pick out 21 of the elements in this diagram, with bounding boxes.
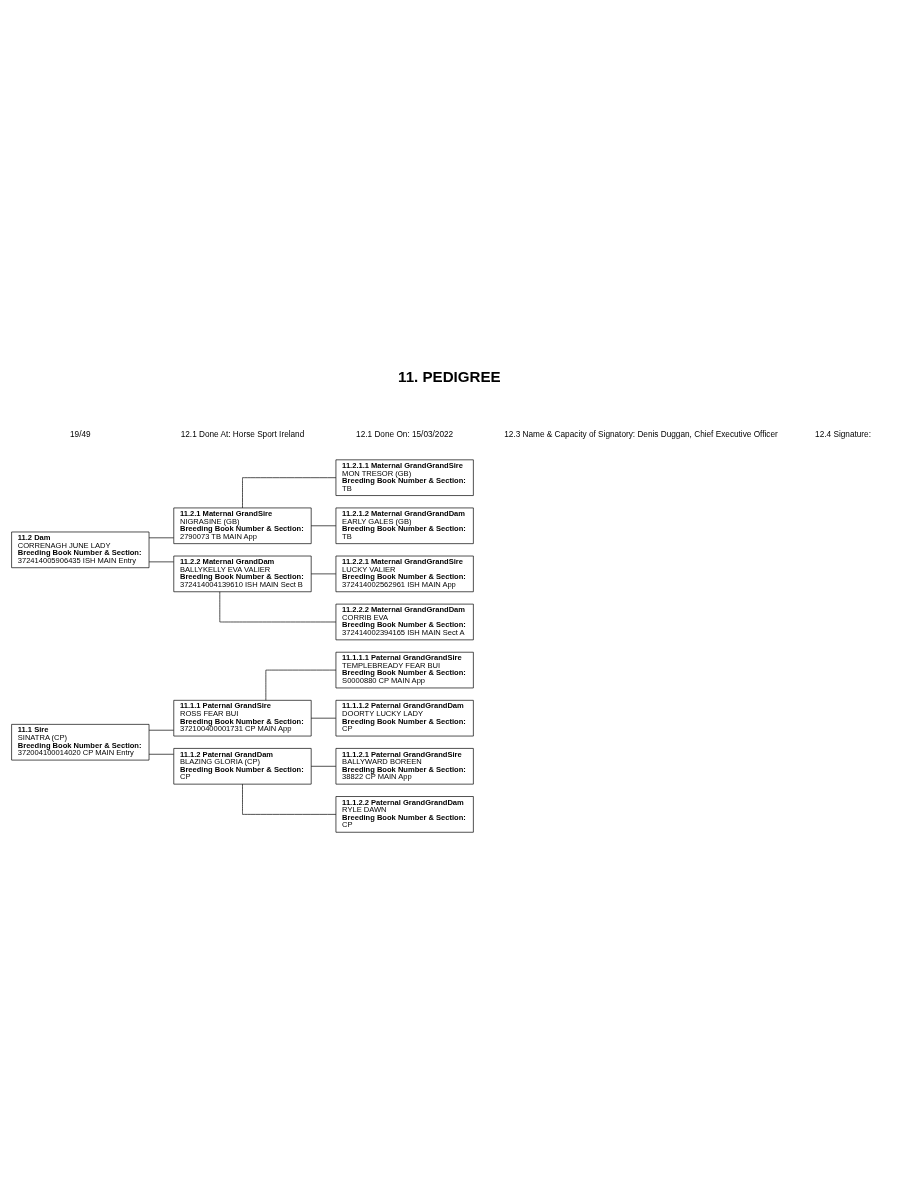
connector (242, 783, 337, 815)
node-box: 11.2.2.2 Maternal GrandGrandDam CORRIB EVA Breeding Book Number & Section: 372414002394165 ISH MAIN Sect A (335, 603, 474, 641)
node-box: 11.1.1.1 Paternal GrandGrandSire TEMPLEBREADY FEAR BUI Breeding Book Number & Section: S0000880 CP MAIN App (335, 651, 474, 689)
node-box: 11.1.1 Paternal GrandSire ROSS FEAR BUI Breeding Book Number & Section: 372100400001731 CP MAIN App (173, 699, 312, 737)
connector (310, 765, 337, 767)
connector (310, 525, 337, 527)
node-box: 11.2.2 Maternal GrandDam BALLYKELLY EVA VALIER Breeding Book Number & Section: 372414004139610 ISH MAIN Sect B (173, 555, 312, 593)
node-box: 11.1.1.2 Paternal GrandGrandDam DOORTY LUCKY LADY Breeding Book Number & Section: CP (335, 699, 474, 737)
node-box: 11.2.1.2 Maternal GrandGrandDam EARLY GALES (GB) Breeding Book Number & Section: TB (335, 507, 474, 544)
node-box: 11.1 Sire SINATRA (CP) Breeding Book Number & Section: 372004100014020 CP MAIN Entry (11, 724, 150, 761)
node-box: 11.1.2.1 Paternal GrandGrandSire BALLYWARD BOREEN Breeding Book Number & Section: 38822 CP MAIN App (335, 748, 474, 785)
node-box: 11.1.2.2 Paternal GrandGrandDam RYLE DAWN Breeding Book Number & Section: CP (335, 796, 474, 833)
node-box: 11.2.2.1 Maternal GrandGrandSire LUCKY VALIER Breeding Book Number & Section: 372414002562961 ISH MAIN App (335, 555, 474, 593)
connector (242, 477, 337, 509)
node-box: 11.2.1 Maternal GrandSire NIGRASINE (GB) Breeding Book Number & Section: 2790073 TB MAIN App (173, 507, 312, 544)
node-box: 11.1.2 Paternal GrandDam BLAZING GLORIA (CP) Breeding Book Number & Section: CP (173, 748, 312, 785)
connector (148, 753, 174, 755)
node-box: 11.2.1.1 Maternal GrandGrandSire MON TRESOR (GB) Breeding Book Number & Section: TB (335, 459, 474, 496)
node-box: 11.2 Dam CORRENAGH JUNE LADY Breeding Book Number & Section: 372414005906435 ISH MAIN Entry (11, 531, 150, 569)
diagram-title: 11. PEDIGREE (398, 367, 501, 385)
connector (310, 717, 337, 719)
